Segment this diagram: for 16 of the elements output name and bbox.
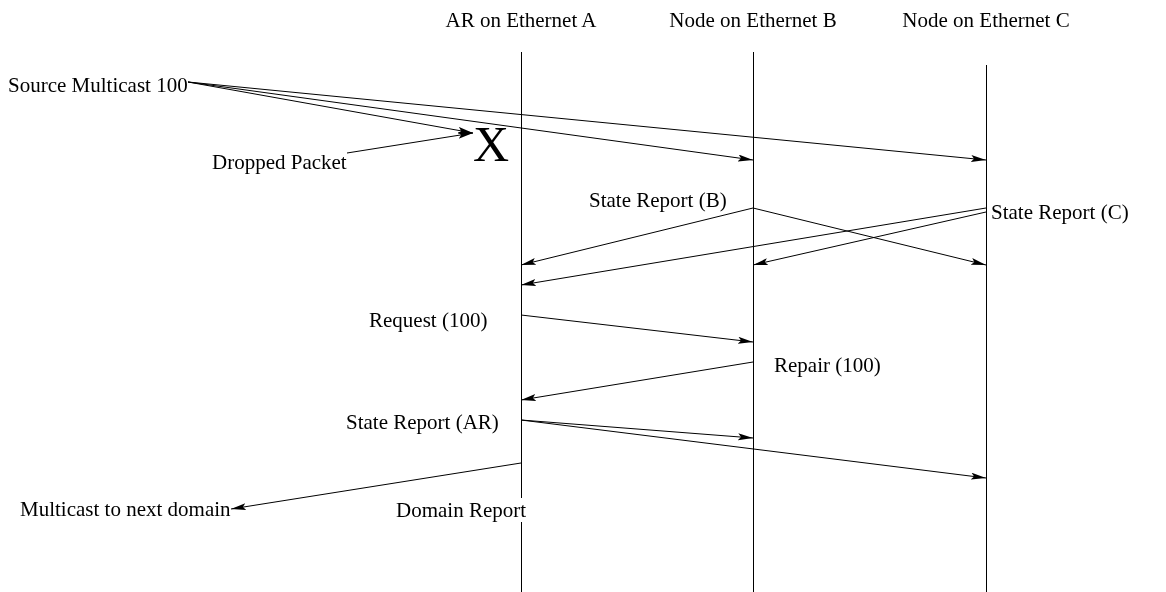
arrow — [520, 419, 987, 480]
text-label: Multicast to next domain — [20, 497, 231, 521]
arrow — [230, 462, 522, 511]
arrow — [520, 361, 754, 402]
text-label: Source Multicast 100 — [8, 73, 188, 97]
arrow — [520, 207, 987, 286]
arrow — [520, 314, 754, 344]
drop-mark: X — [473, 122, 510, 166]
arrow — [520, 207, 754, 266]
lifeline-heading: Node on Ethernet B — [669, 8, 837, 32]
arrow — [346, 131, 474, 154]
lifeline-heading: Node on Ethernet C — [902, 8, 1070, 32]
edge-label: Domain Report — [395, 498, 528, 522]
lifeline-heading: AR on Ethernet A — [445, 8, 597, 32]
arrow — [187, 81, 987, 162]
text-label: Dropped Packet — [212, 150, 347, 174]
